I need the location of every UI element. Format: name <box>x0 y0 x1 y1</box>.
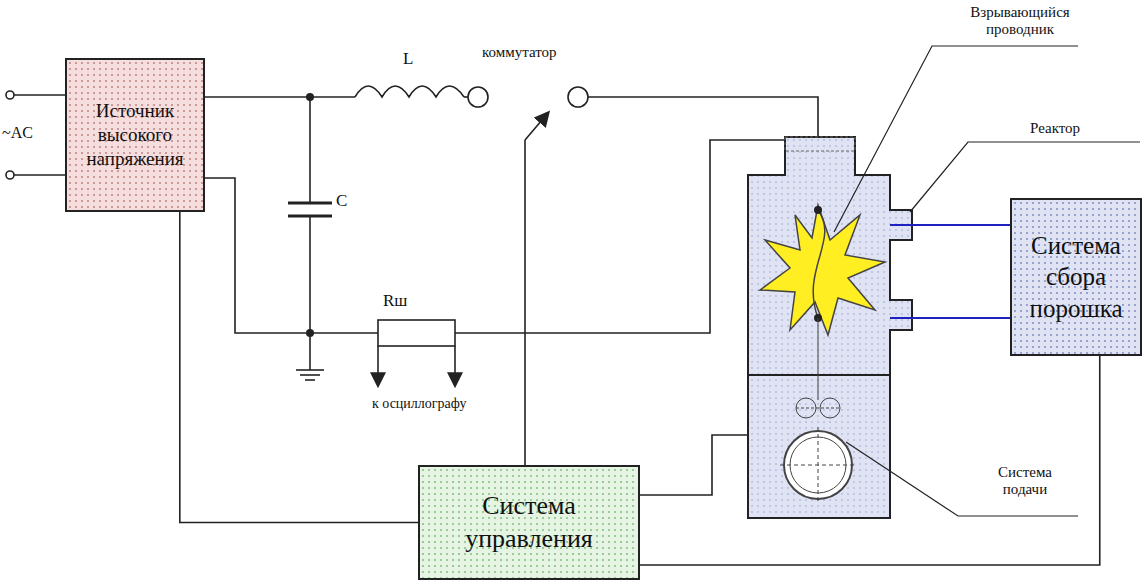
reactor <box>748 137 1010 518</box>
power-source-box: Источник высокого напряжения <box>65 58 205 212</box>
switch-label: коммутатор <box>482 44 557 61</box>
reactor-callout: Реактор <box>1030 120 1080 137</box>
connector <box>640 356 1100 565</box>
capacitor-label: C <box>336 192 347 211</box>
powder-collector-box: Система сбора порошка <box>1010 198 1142 356</box>
box-text: Система сбора порошка <box>1018 230 1134 324</box>
inductor-label: L <box>403 50 413 69</box>
box-text: Источник высокого напряжения <box>73 99 197 170</box>
wire-callout: Взрывающийся проводник <box>955 4 1085 37</box>
connector <box>180 212 418 523</box>
control-system-box: Система управления <box>418 465 640 580</box>
leader-lines <box>834 46 1140 516</box>
feed-callout: Система подачи <box>975 464 1075 497</box>
shunt-label: Rш <box>383 292 407 311</box>
oscilloscope-note: к осциллографу <box>372 396 467 411</box>
ac-input-label: ~AC <box>2 124 33 142</box>
box-text: Система управления <box>426 490 632 555</box>
